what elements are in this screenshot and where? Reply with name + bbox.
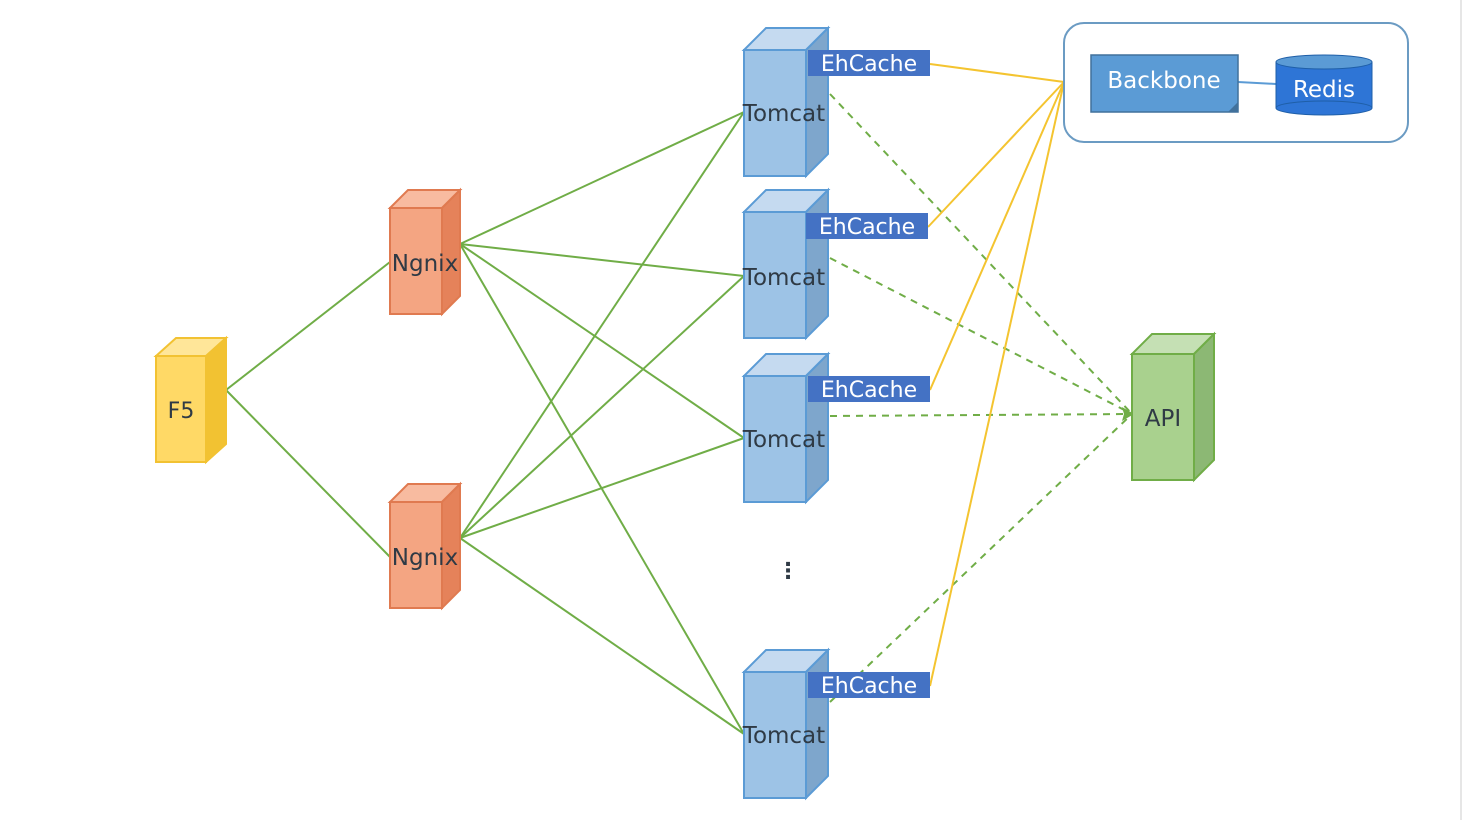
tomcat-4-label: Tomcat <box>742 723 825 749</box>
link-ngnix1-tomcat1 <box>459 111 745 245</box>
link-ngnix2-tomcat1 <box>459 111 745 539</box>
ehcache-1-label: EhCache <box>821 52 917 77</box>
api-arrowhead <box>1122 407 1134 421</box>
ehcache-2-label: EhCache <box>819 215 915 240</box>
ngnix-node-top: Ngnix <box>387 187 463 317</box>
ehcache-badge-1 <box>808 50 930 76</box>
f5-node: F5 <box>153 335 229 465</box>
redis-database-icon: Redis <box>1275 54 1373 116</box>
ehcache-4-label: EhCache <box>821 674 917 699</box>
tomcat-node-3: EhCache Tomcat <box>741 351 930 505</box>
link-tomcat3-api <box>829 413 1133 417</box>
ehcache-badge-2 <box>806 213 928 239</box>
f5-ngnix-links <box>225 261 391 558</box>
api-node: API <box>1129 331 1217 483</box>
ngnix-bottom-label: Ngnix <box>392 545 458 571</box>
backbone-label: Backbone <box>1107 68 1220 94</box>
backbone-redis-group: Backbone Redis <box>1063 22 1409 143</box>
link-ngnix2-tomcat4 <box>459 537 745 735</box>
page-edge-divider <box>1460 0 1462 820</box>
link-ehcache1-backbone <box>929 63 1065 83</box>
link-tomcat1-api <box>829 93 1133 415</box>
link-ehcache3-backbone <box>929 81 1065 391</box>
tomcat-3-label: Tomcat <box>742 427 825 453</box>
link-f5-ngnix-bottom <box>225 389 391 558</box>
ehcache-badge-4 <box>808 672 930 698</box>
ngnix-tomcat-links <box>459 111 745 735</box>
link-tomcat2-api <box>829 257 1133 415</box>
tomcat-node-2: EhCache Tomcat <box>741 187 928 341</box>
ngnix-top-label: Ngnix <box>392 251 458 277</box>
ngnix-node-bottom: Ngnix <box>387 481 463 611</box>
link-ngnix2-tomcat2 <box>459 275 745 539</box>
link-tomcat4-api <box>829 413 1133 703</box>
link-ngnix2-tomcat3 <box>459 437 745 539</box>
link-ehcache4-backbone <box>929 81 1065 687</box>
redis-label: Redis <box>1293 77 1355 103</box>
ehcache-backbone-links <box>927 63 1065 687</box>
more-tomcats-ellipsis: ⋮ <box>777 559 799 584</box>
backbone-redis-link <box>1237 81 1277 85</box>
backbone-box: Backbone <box>1090 54 1239 113</box>
ehcache-badge-3 <box>808 376 930 402</box>
link-ehcache2-backbone <box>927 81 1065 228</box>
tomcat-2-label: Tomcat <box>742 265 825 291</box>
api-label: API <box>1145 406 1181 432</box>
link-ngnix1-tomcat2 <box>459 243 745 277</box>
ehcache-3-label: EhCache <box>821 378 917 403</box>
tomcat-1-label: Tomcat <box>742 101 825 127</box>
link-ngnix1-tomcat3 <box>459 243 745 439</box>
tomcat-node-4: EhCache Tomcat <box>741 647 930 801</box>
tomcat-api-links <box>829 93 1133 703</box>
link-f5-ngnix-top <box>225 261 391 391</box>
tomcat-node-1: EhCache Tomcat <box>741 25 930 179</box>
f5-label: F5 <box>168 399 195 424</box>
